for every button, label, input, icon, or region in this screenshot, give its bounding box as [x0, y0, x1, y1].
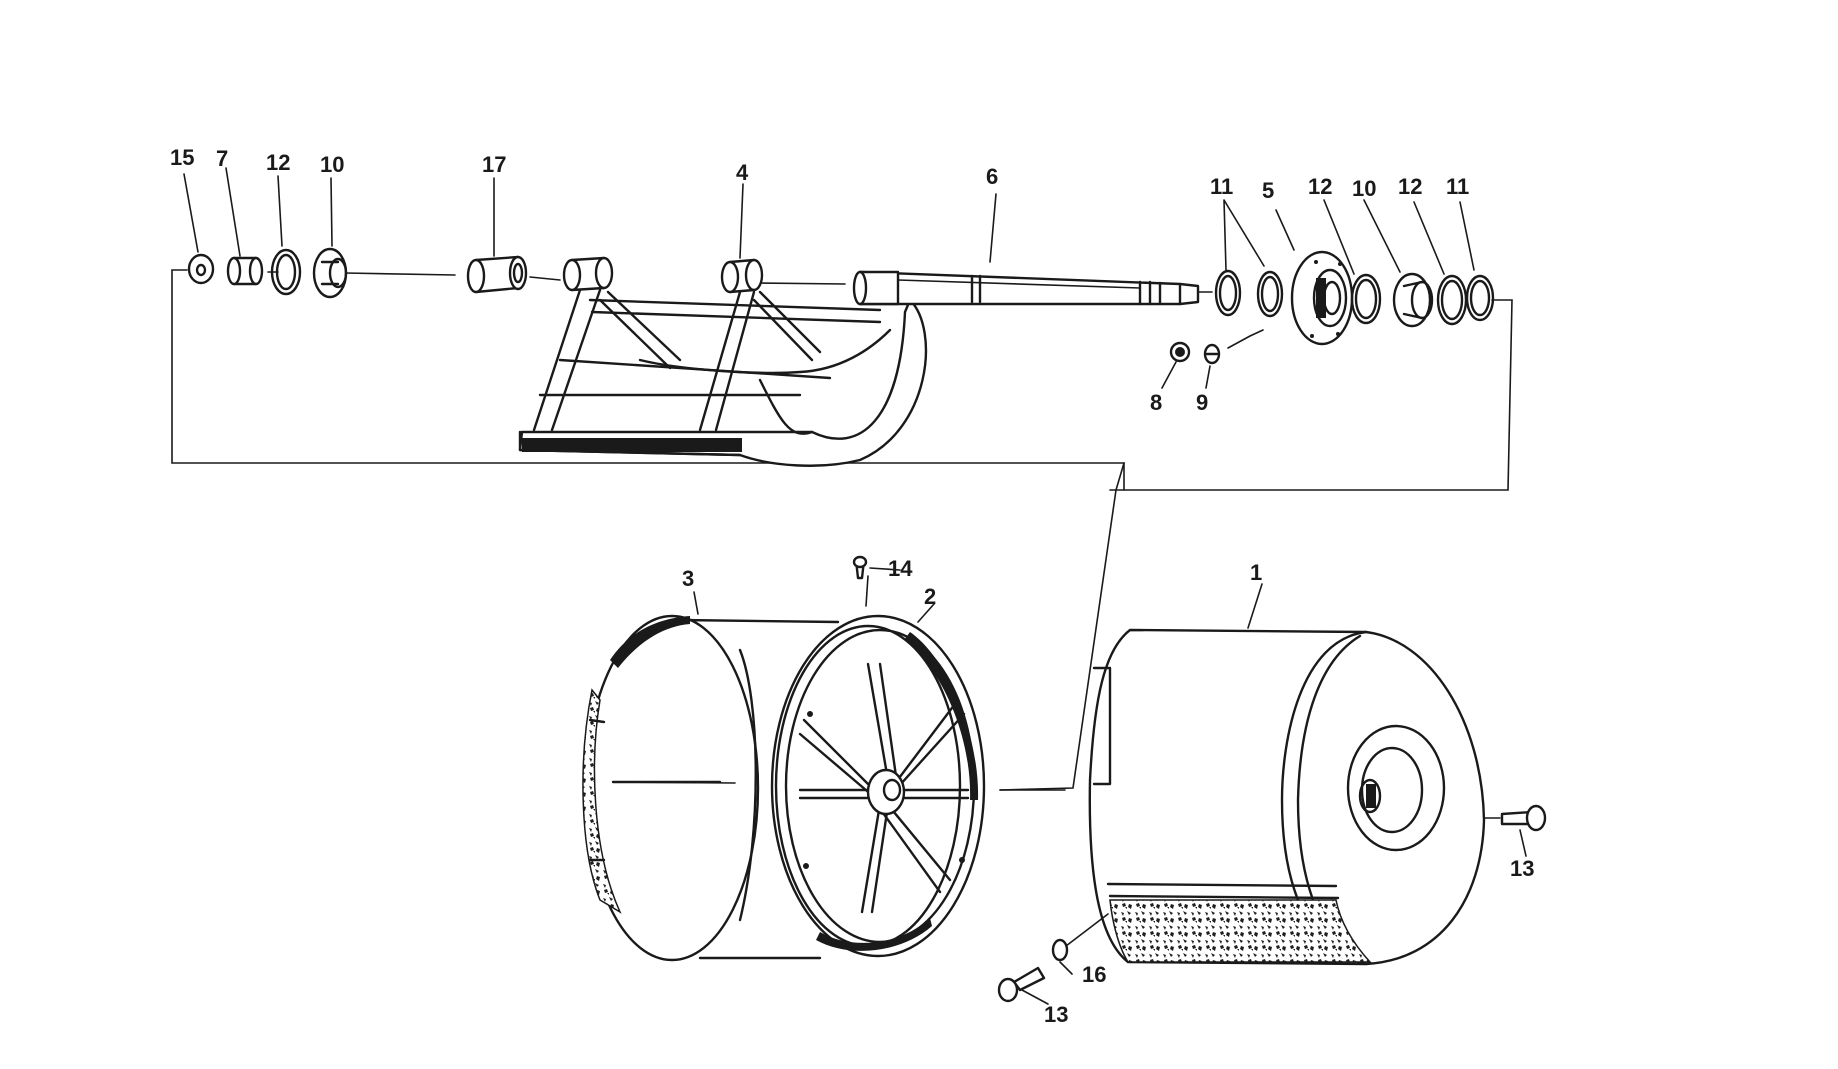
part-13-bolt-bottom: [997, 966, 1046, 1003]
part-7-bushing: [226, 256, 264, 286]
part-17-sleeve: [466, 255, 528, 294]
callout-leader-lines: [183, 167, 1527, 1005]
callout-label-11-a: 11: [1210, 174, 1233, 199]
part-15-washer: [187, 253, 215, 285]
callout-label-10-left: 10: [320, 152, 344, 177]
callout-label-5: 5: [1262, 178, 1274, 203]
part-8-nut: [1169, 341, 1191, 363]
part-9-lock-washer: [1203, 343, 1221, 365]
part-16-washer: [1051, 913, 1109, 962]
callout-label-13-bottom: 13: [1044, 1002, 1068, 1027]
callout-label-10-right: 10: [1352, 176, 1376, 201]
callout-labels: 15 7 12 10 17 4 6 11 5 12 10 12 11 8 9 3…: [170, 145, 1534, 1027]
callout-label-7: 7: [216, 146, 228, 171]
part-12-ring-right-b: [1436, 274, 1468, 326]
callout-label-2: 2: [924, 584, 936, 609]
part-10-bearing-right: [1392, 272, 1434, 328]
part-12-ring-right-a: [1350, 273, 1382, 325]
part-3-outer-shell: [582, 614, 840, 962]
part-13-bolt-right: [1500, 804, 1547, 832]
callout-label-15: 15: [170, 145, 194, 170]
callout-label-14: 14: [888, 556, 913, 581]
callout-label-12-b: 12: [1308, 174, 1332, 199]
callout-label-17: 17: [482, 152, 506, 177]
callout-label-13-right: 13: [1510, 856, 1534, 881]
callout-label-8: 8: [1150, 390, 1162, 415]
part-10-bearing-left: [312, 247, 348, 299]
callout-label-4: 4: [736, 160, 749, 185]
callout-label-9: 9: [1196, 390, 1208, 415]
part-4-scraper-frame: [518, 256, 928, 467]
part-11-circlip-c: [1465, 274, 1495, 322]
part-5-flange-hub: [1290, 250, 1354, 346]
callout-label-3: 3: [682, 566, 694, 591]
callout-label-16: 16: [1082, 962, 1106, 987]
callout-label-11-b: 11: [1446, 174, 1469, 199]
part-14-screw: [852, 555, 868, 580]
callout-label-6: 6: [986, 164, 998, 189]
part-11-circlip-a: [1214, 269, 1242, 317]
part-6-shaft: [852, 270, 1200, 306]
part-2-wheel-frame: [770, 614, 986, 958]
callout-label-12-c: 12: [1398, 174, 1422, 199]
part-12-ring-left: [270, 248, 302, 296]
callout-label-1: 1: [1250, 560, 1262, 585]
callout-label-12-left: 12: [266, 150, 290, 175]
part-1-drum: [1088, 628, 1486, 966]
part-11-circlip-b: [1256, 270, 1284, 318]
